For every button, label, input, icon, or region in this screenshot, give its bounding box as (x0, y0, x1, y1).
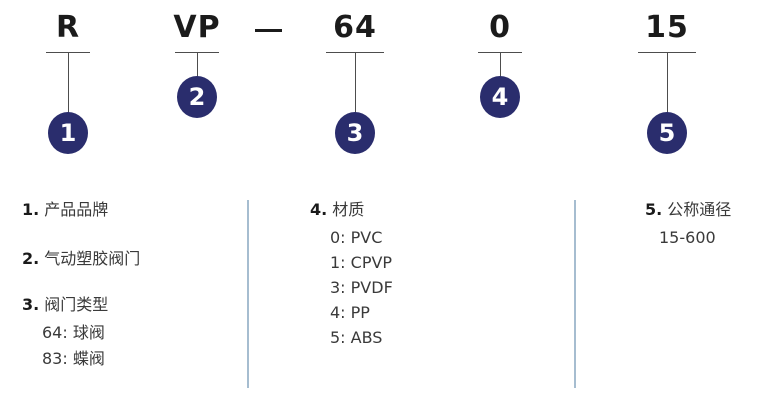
divider-line-1 (247, 200, 249, 388)
legend-sublist: 15-600 (645, 225, 731, 250)
code-part-label: VP (173, 10, 221, 45)
legend-head: 3.阀门类型 (22, 295, 140, 314)
legend-head: 4.材质 (310, 200, 393, 219)
code-part-series: VP 2 (157, 0, 237, 165)
code-part-label: R (55, 10, 81, 45)
stem-line (197, 53, 198, 78)
legend-sublist: 0: PVC 1: CPVP 3: PVDF 4: PP 5: ABS (310, 225, 393, 350)
tick-bar (46, 52, 90, 53)
code-part-material: 0 4 (460, 0, 540, 165)
marker-circle-1: 1 (48, 112, 88, 154)
marker-circle-2: 2 (177, 76, 217, 118)
legend-head: 1.产品品牌 (22, 200, 140, 219)
legend-item-title: 阀门类型 (44, 295, 109, 314)
code-part-label: 64 (333, 10, 377, 45)
legend-column-left: 1.产品品牌 2.气动塑胶阀门 3.阀门类型 64: 球阀 83: 蝶阀 (22, 200, 140, 372)
legend-column-middle: 4.材质 0: PVC 1: CPVP 3: PVDF 4: PP 5: ABS (310, 200, 393, 350)
legend-sub-item: 0: PVC (330, 228, 383, 247)
separator-dash (255, 29, 282, 32)
marker-circle-5: 5 (647, 112, 687, 154)
tick-bar (326, 52, 384, 53)
tick-bar (478, 52, 522, 53)
legend-sub-item: 64: 球阀 (42, 323, 105, 342)
code-part-brand: R 1 (28, 0, 108, 165)
stem-line (500, 53, 501, 78)
legend-sub-item: 15-600 (659, 228, 716, 247)
code-part-label: 15 (645, 10, 689, 45)
legend-sub-item: 83: 蝶阀 (42, 349, 105, 368)
legend-item-5: 5.公称通径 15-600 (645, 200, 731, 250)
stem-line (667, 53, 668, 114)
legend-item-2: 2.气动塑胶阀门 (22, 249, 140, 268)
code-part-label: 0 (489, 10, 511, 45)
tick-bar (175, 52, 219, 53)
legend-item-number: 3. (22, 295, 40, 314)
stem-line (68, 53, 69, 114)
legend-item-title: 气动塑胶阀门 (44, 249, 141, 268)
legend-item-3: 3.阀门类型 64: 球阀 83: 蝶阀 (22, 295, 140, 372)
divider-line-2 (574, 200, 576, 388)
legend-head: 2.气动塑胶阀门 (22, 249, 140, 268)
legend-item-title: 产品品牌 (44, 200, 109, 219)
legend-sublist: 64: 球阀 83: 蝶阀 (22, 320, 140, 372)
legend-item-number: 4. (310, 200, 328, 219)
legend-item-4: 4.材质 0: PVC 1: CPVP 3: PVDF 4: PP 5: ABS (310, 200, 393, 350)
legend-sub-item: 5: ABS (330, 328, 383, 347)
tick-bar (638, 52, 696, 53)
legend-item-title: 公称通径 (667, 200, 732, 219)
legend-item-title: 材质 (332, 200, 365, 219)
stem-line (355, 53, 356, 114)
legend-item-1: 1.产品品牌 (22, 200, 140, 219)
code-part-diameter: 15 5 (627, 0, 707, 165)
marker-circle-4: 4 (480, 76, 520, 118)
code-part-valve-type: 64 3 (315, 0, 395, 165)
legend-sub-item: 1: CPVP (330, 253, 393, 272)
marker-circle-3: 3 (335, 112, 375, 154)
legend-sub-item: 4: PP (330, 303, 370, 322)
legend-item-number: 5. (645, 200, 663, 219)
legend-sub-item: 3: PVDF (330, 278, 393, 297)
legend-head: 5.公称通径 (645, 200, 731, 219)
legend-column-right: 5.公称通径 15-600 (645, 200, 731, 250)
legend-item-number: 2. (22, 249, 40, 268)
legend-item-number: 1. (22, 200, 40, 219)
